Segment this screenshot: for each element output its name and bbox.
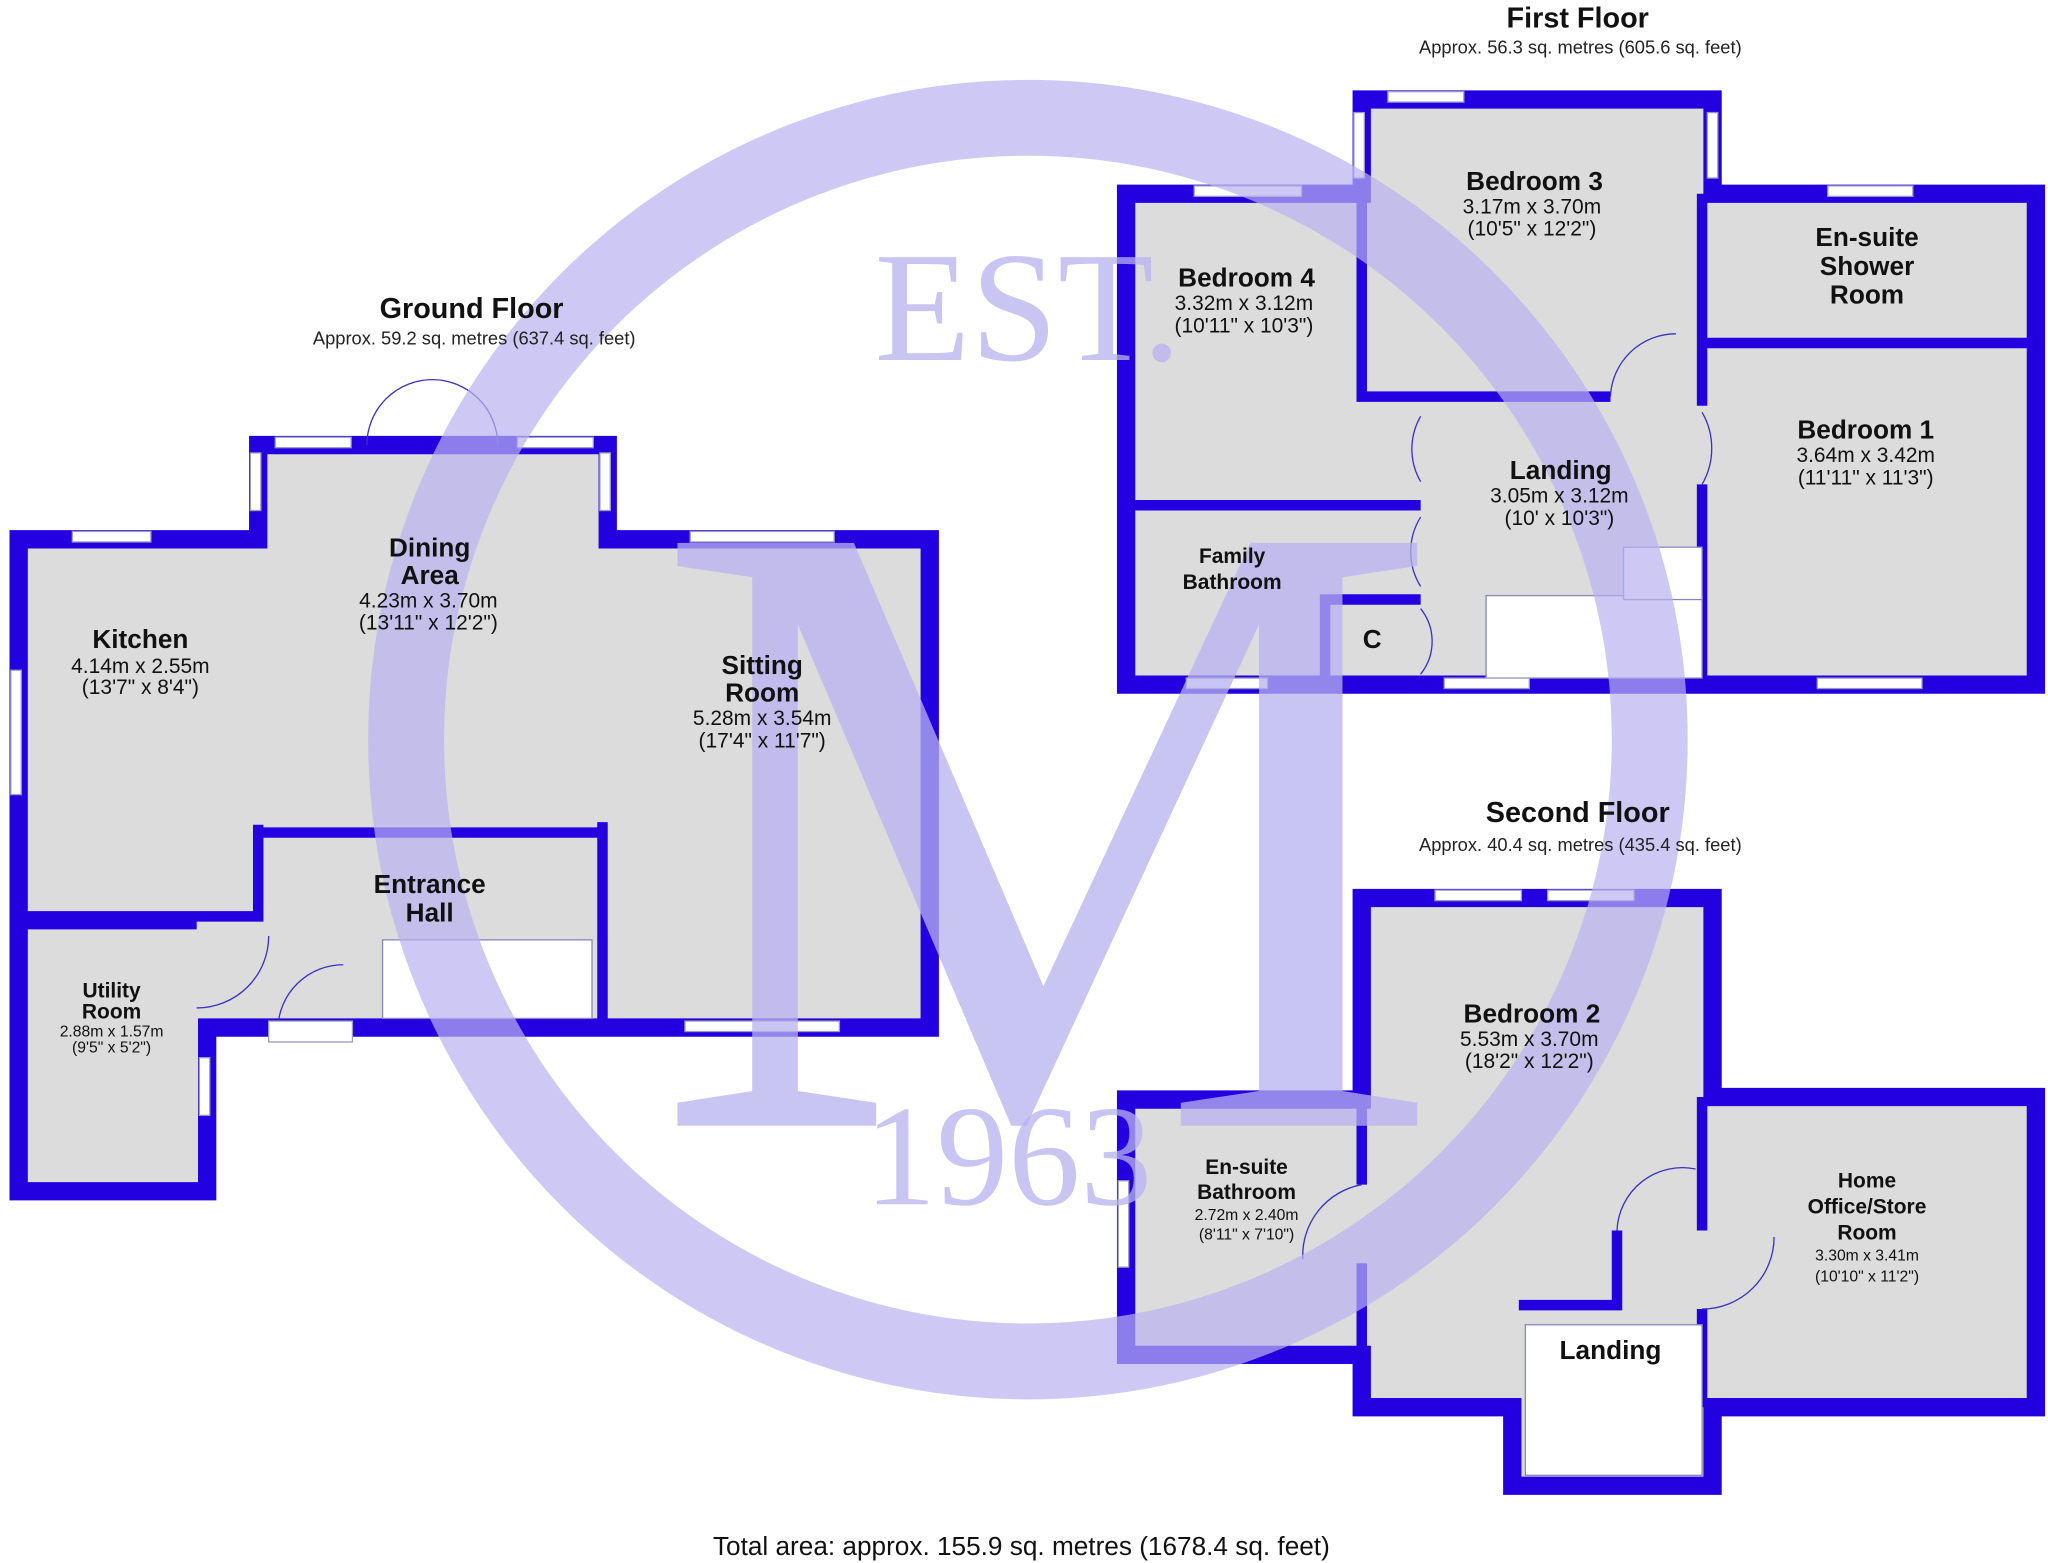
room-home-office: Home Office/Store Room 3.30m x 3.41m (10… [1808, 1169, 1927, 1285]
room-name: En-suite [1205, 1156, 1288, 1179]
room-imperial: (17'4" x 11'7") [699, 729, 826, 752]
room-imperial: (10'5" x 12'2") [1468, 218, 1597, 241]
room-name: Bedroom 2 [1464, 998, 1601, 1028]
room-name: Room [82, 1000, 141, 1023]
room-metric: 5.28m x 3.54m [693, 707, 832, 730]
room-imperial: (18'2" x 12'2") [1465, 1050, 1594, 1073]
second-floor-area: Approx. 40.4 sq. metres (435.4 sq. feet) [1419, 834, 1742, 855]
second-floor-plan [1116, 888, 2046, 1495]
room-metric: 5.53m x 3.70m [1460, 1028, 1598, 1051]
room-imperial: (8'11" x 7'10") [1199, 1227, 1294, 1244]
room-metric: 3.05m x 3.12m [1490, 485, 1628, 508]
room-dining-area: Dining Area 4.23m x 3.70m (13'11" x 12'2… [359, 532, 498, 634]
room-kitchen: Kitchen 4.14m x 2.55m (13'7" x 8'4") [71, 624, 210, 699]
room-bedroom-2: Bedroom 2 5.53m x 3.70m (18'2" x 12'2") [1460, 998, 1600, 1073]
room-metric: 3.32m x 3.12m [1175, 292, 1314, 315]
room-imperial: (13'11" x 12'2") [359, 612, 498, 635]
room-imperial: (11'11" x 11'3") [1798, 466, 1934, 489]
total-area: Total area: approx. 155.9 sq. metres (16… [713, 1531, 1330, 1561]
room-name: Bedroom 4 [1178, 263, 1315, 293]
room-name: Room [725, 678, 799, 708]
room-metric: 2.72m x 2.40m [1195, 1207, 1299, 1224]
room-metric: 3.17m x 3.70m [1463, 195, 1601, 218]
room-bedroom-4: Bedroom 4 3.32m x 3.12m (10'11" x 10'3") [1174, 263, 1315, 338]
room-name: Area [401, 560, 460, 590]
room-name: Bathroom [1183, 571, 1282, 594]
room-name: En-suite [1815, 222, 1918, 252]
room-name: Bedroom 1 [1797, 415, 1934, 445]
first-floor-title: First Floor [1507, 2, 1649, 34]
room-name: Kitchen [92, 624, 188, 654]
room-name: Landing [1510, 455, 1612, 485]
room-landing-second: Landing [1560, 1335, 1662, 1365]
room-imperial: (10' x 10'3") [1505, 507, 1615, 530]
room-name: Utility [83, 979, 142, 1002]
room-entrance-hall: Entrance Hall [374, 869, 486, 928]
room-name: Room [1837, 1222, 1896, 1245]
room-en-suite-bathroom: En-suite Bathroom 2.72m x 2.40m (8'11" x… [1195, 1156, 1299, 1243]
room-family-bathroom: Family Bathroom [1183, 545, 1282, 594]
room-imperial: (9'5" x 5'2") [72, 1039, 151, 1056]
room-name: Family [1199, 545, 1266, 568]
room-name: Room [1830, 280, 1904, 310]
room-metric: 3.64m x 3.42m [1796, 444, 1935, 467]
watermark: EST. M 1963 [368, 79, 1688, 1400]
second-floor-title: Second Floor [1486, 797, 1670, 829]
watermark-year: 1963 [864, 1077, 1152, 1236]
room-imperial: (10'11" x 10'3") [1174, 314, 1313, 337]
room-name: Bathroom [1197, 1181, 1296, 1204]
watermark-est: EST. [874, 220, 1181, 394]
room-name: Dining [389, 532, 470, 562]
room-metric: 4.23m x 3.70m [359, 589, 498, 612]
room-bedroom-3: Bedroom 3 3.17m x 3.70m (10'5" x 12'2") [1463, 166, 1603, 241]
room-name: Bedroom 3 [1466, 166, 1603, 196]
room-cupboard: C [1363, 624, 1382, 654]
ground-floor-area: Approx. 59.2 sq. metres (637.4 sq. feet) [313, 327, 636, 348]
room-metric: 2.88m x 1.57m [60, 1024, 164, 1041]
room-name: Sitting [721, 650, 802, 680]
room-name: Shower [1820, 251, 1915, 281]
room-utility-room: Utility Room 2.88m x 1.57m (9'5" x 5'2") [60, 979, 164, 1056]
ground-floor-title: Ground Floor [380, 293, 564, 325]
room-landing-first: Landing 3.05m x 3.12m (10' x 10'3") [1490, 455, 1628, 530]
room-sitting-room: Sitting Room 5.28m x 3.54m (17'4" x 11'7… [693, 650, 832, 752]
room-name: Entrance [374, 869, 486, 899]
room-name: Office/Store [1808, 1195, 1927, 1218]
room-en-suite-shower-room: En-suite Shower Room [1815, 222, 1918, 310]
room-metric: 4.14m x 2.55m [71, 655, 210, 678]
room-name: Home [1838, 1169, 1896, 1192]
room-name: Hall [406, 898, 454, 928]
first-floor-area: Approx. 56.3 sq. metres (605.6 sq. feet) [1419, 37, 1742, 58]
room-imperial: (13'7" x 8'4") [82, 676, 199, 699]
watermark-letter: M [652, 333, 1444, 1319]
room-bedroom-1: Bedroom 1 3.64m x 3.42m (11'11" x 11'3") [1796, 415, 1935, 490]
room-metric: 3.30m x 3.41m [1815, 1248, 1919, 1265]
room-imperial: (10'10" x 11'2") [1815, 1269, 1919, 1286]
ground-floor-plan [9, 378, 939, 1201]
